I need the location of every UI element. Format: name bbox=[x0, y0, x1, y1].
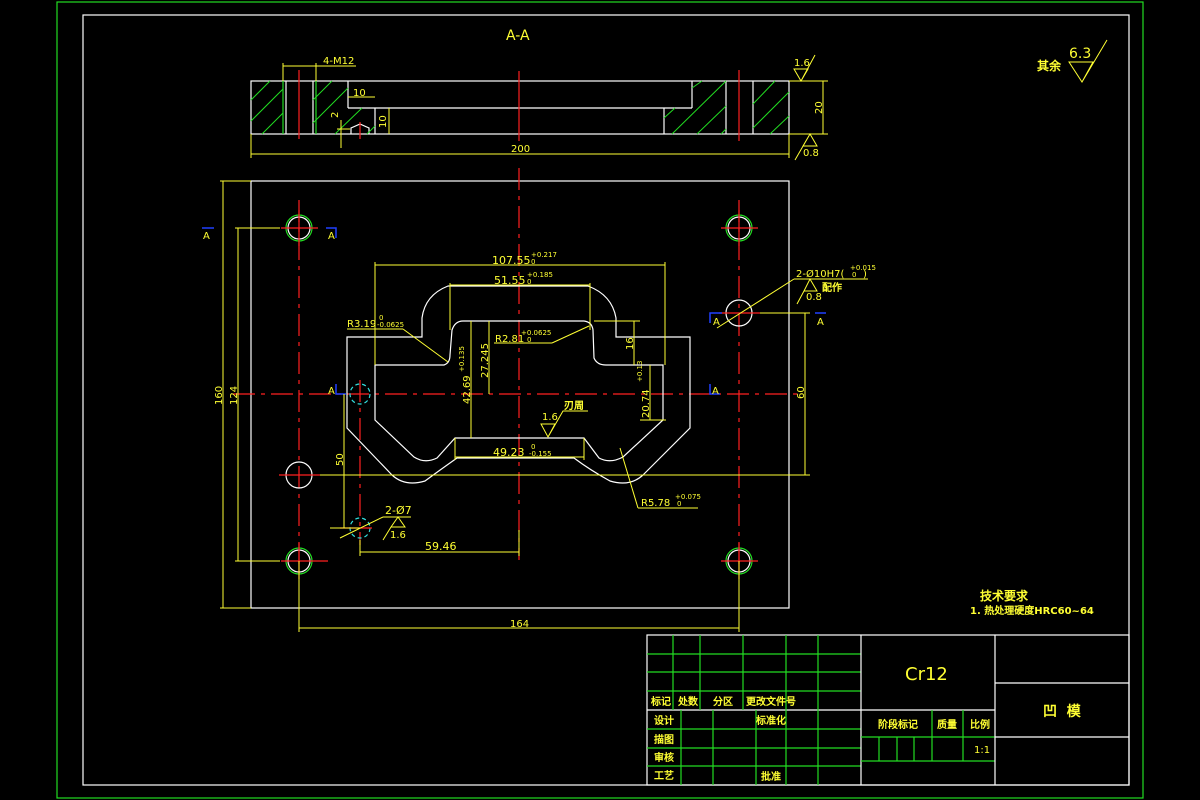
standardization-label: 标准化 bbox=[755, 714, 786, 727]
dim-depth-16: 16 bbox=[625, 337, 636, 350]
dim-height-160: 160 bbox=[214, 386, 225, 405]
tol-lower: 0 bbox=[527, 278, 531, 286]
general-roughness-value: 6.3 bbox=[1069, 46, 1091, 62]
section-view: A-A bbox=[250, 28, 828, 161]
section-marker: A bbox=[712, 386, 719, 397]
plan-view: A A A A A A 107.55 +0.217 0 51.55 +0.185… bbox=[202, 168, 876, 632]
dim-depth-20: 20.74 bbox=[641, 389, 652, 418]
dim-inner-width: 51.55 bbox=[494, 274, 526, 287]
dim-depth-27: 27.245 bbox=[480, 343, 491, 378]
section-outline bbox=[250, 80, 790, 135]
section-marker: A bbox=[817, 317, 824, 328]
tol-upper: +0.015 bbox=[850, 264, 876, 272]
scale-label: 比例 bbox=[970, 718, 990, 731]
scale-value: 1:1 bbox=[974, 745, 990, 756]
tol-lower: -0.0625 bbox=[377, 321, 404, 329]
overall-length-dim: 200 bbox=[511, 144, 530, 155]
section-marker: A bbox=[328, 386, 335, 397]
role-design: 设计 bbox=[654, 714, 674, 727]
dim-depth-42: 42.69 bbox=[462, 375, 473, 404]
tol-upper: +0.217 bbox=[531, 251, 557, 259]
title-block: 标记 处数 分区 更改文件号 设计 描图 审核 工艺 标准化 批准 Cr12 阶… bbox=[646, 634, 1130, 786]
dim-r1: R3.19 bbox=[347, 319, 376, 330]
bolt-hole-tl bbox=[281, 210, 318, 246]
rev-header-count: 处数 bbox=[677, 695, 699, 708]
section-marker: A bbox=[328, 231, 335, 242]
dim-50: 50 bbox=[335, 453, 346, 466]
tol-upper: +0.185 bbox=[527, 271, 553, 279]
pin-hole-roughness-value: 0.8 bbox=[806, 292, 822, 303]
pin-hole-roughness bbox=[796, 277, 818, 305]
roughness-bottom-value: 0.8 bbox=[803, 148, 819, 159]
bolt-hole-tr bbox=[721, 210, 758, 246]
small-hole-roughness bbox=[382, 516, 406, 541]
rev-header-zone: 分区 bbox=[713, 695, 733, 708]
roughness-top-value: 1.6 bbox=[794, 58, 810, 69]
tol-lower: 0 bbox=[677, 500, 681, 508]
tech-req-title: 技术要求 bbox=[980, 588, 1029, 603]
part-name: 凹 模 bbox=[1043, 703, 1082, 720]
section-marker: A bbox=[203, 231, 210, 242]
stage-mark-label: 阶段标记 bbox=[878, 718, 918, 731]
dim-60: 60 bbox=[796, 386, 807, 399]
tol-upper: +0.0625 bbox=[521, 329, 551, 337]
section-hatching bbox=[250, 80, 790, 135]
dim-r3: R5.78 bbox=[641, 498, 670, 509]
step-width-dim: 10 bbox=[353, 88, 366, 99]
cavity-inner bbox=[374, 320, 664, 462]
tol-upper: +0.13 bbox=[636, 361, 644, 382]
tol-lower: 0 bbox=[531, 258, 535, 266]
tol-upper: +0.075 bbox=[675, 493, 701, 501]
outer-border bbox=[56, 1, 1144, 799]
dim-outer-width: 107.55 bbox=[492, 254, 531, 267]
roughness-symbol-bottom bbox=[794, 133, 818, 161]
dim-r2: R2.81 bbox=[495, 334, 524, 345]
tol-lower: 0 bbox=[527, 336, 531, 344]
edge-roughness-value: 1.6 bbox=[542, 412, 558, 423]
roughness-symbol-top bbox=[793, 54, 816, 82]
role-trace: 描图 bbox=[654, 733, 674, 746]
pin-hole-callout: 2-Ø10H7( bbox=[796, 268, 844, 280]
approval-label: 批准 bbox=[761, 770, 781, 783]
thread-callout: 4-M12 bbox=[323, 56, 354, 67]
weight-label: 质量 bbox=[937, 718, 957, 731]
dim-bottom-width: 49.23 bbox=[493, 446, 525, 459]
section-markers: A A A A A A bbox=[202, 227, 826, 397]
rev-header-docno: 更改文件号 bbox=[746, 695, 796, 708]
technical-requirements: 技术要求 1. 热处理硬度HRC60~64 bbox=[970, 588, 1094, 617]
material: Cr12 bbox=[905, 664, 948, 685]
general-roughness-prefix: 其余 bbox=[1037, 58, 1062, 73]
thickness-dim: 20 bbox=[814, 101, 825, 114]
pin-hole-note: 配作 bbox=[822, 281, 842, 294]
dim-width-164: 164 bbox=[510, 619, 529, 630]
edge-roughness-symbol bbox=[540, 410, 588, 439]
edge-roughness-note: 刃周 bbox=[564, 400, 584, 412]
tech-req-item: 1. 热处理硬度HRC60~64 bbox=[970, 604, 1094, 617]
callout-paren: ) bbox=[863, 269, 867, 280]
role-review: 审核 bbox=[654, 751, 674, 764]
small-hole-top bbox=[349, 383, 371, 405]
section-marker: A bbox=[713, 317, 720, 328]
roughness-icon bbox=[1068, 39, 1108, 83]
role-process: 工艺 bbox=[654, 769, 674, 782]
cavity-outer bbox=[346, 285, 691, 484]
small-hole-callout: 2-Ø7 bbox=[385, 504, 412, 517]
section-title: A-A bbox=[506, 28, 530, 44]
tol-lower: -0.155 bbox=[529, 450, 552, 458]
pocket-depth-dim: 10 bbox=[378, 115, 389, 128]
step-depth-dim: 2 bbox=[330, 112, 341, 118]
tol-upper: 0 bbox=[379, 314, 383, 322]
tol-upper: 0 bbox=[531, 443, 535, 451]
bolt-hole-bl bbox=[281, 543, 328, 579]
tol-upper: +0.135 bbox=[458, 346, 466, 372]
rev-header-mark: 标记 bbox=[650, 695, 671, 708]
small-hole-roughness-value: 1.6 bbox=[390, 530, 406, 541]
dim-height-124: 124 bbox=[229, 386, 240, 405]
inner-border bbox=[82, 14, 1130, 786]
tol-lower: 0 bbox=[852, 271, 856, 279]
general-roughness: 其余 6.3 bbox=[1037, 39, 1108, 83]
dim-59: 59.46 bbox=[425, 540, 457, 553]
